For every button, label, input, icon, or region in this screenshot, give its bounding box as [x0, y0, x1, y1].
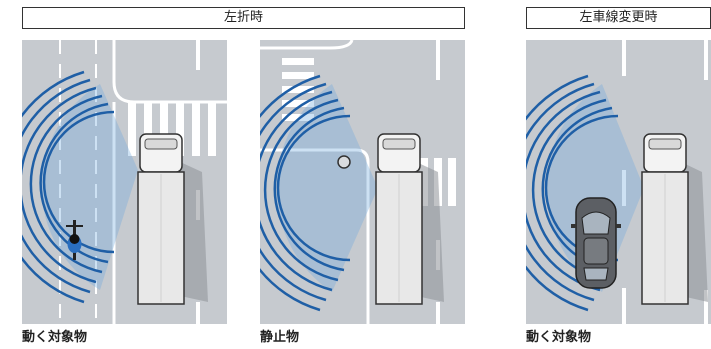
panel-left-turn-stationary — [260, 40, 465, 324]
header-lane-change: 左車線変更時 — [526, 7, 711, 29]
scene-left-turn-moving — [22, 40, 227, 324]
cyclist-icon — [66, 220, 83, 260]
truck-icon — [375, 133, 423, 305]
scene-left-turn-stationary — [260, 40, 465, 324]
panel-lane-change-moving — [526, 40, 711, 324]
pole-icon — [337, 155, 351, 169]
scene-lane-change-moving — [526, 40, 711, 324]
header-left-turn: 左折時 — [22, 7, 465, 29]
truck-icon — [137, 133, 185, 305]
caption-moving-object-lane-change: 動く対象物 — [526, 330, 592, 345]
truck-icon — [641, 133, 689, 305]
panel-left-turn-moving — [22, 40, 227, 324]
caption-moving-object: 動く対象物 — [22, 330, 88, 345]
car-icon — [571, 197, 621, 289]
caption-stationary-object: 静止物 — [260, 330, 300, 345]
